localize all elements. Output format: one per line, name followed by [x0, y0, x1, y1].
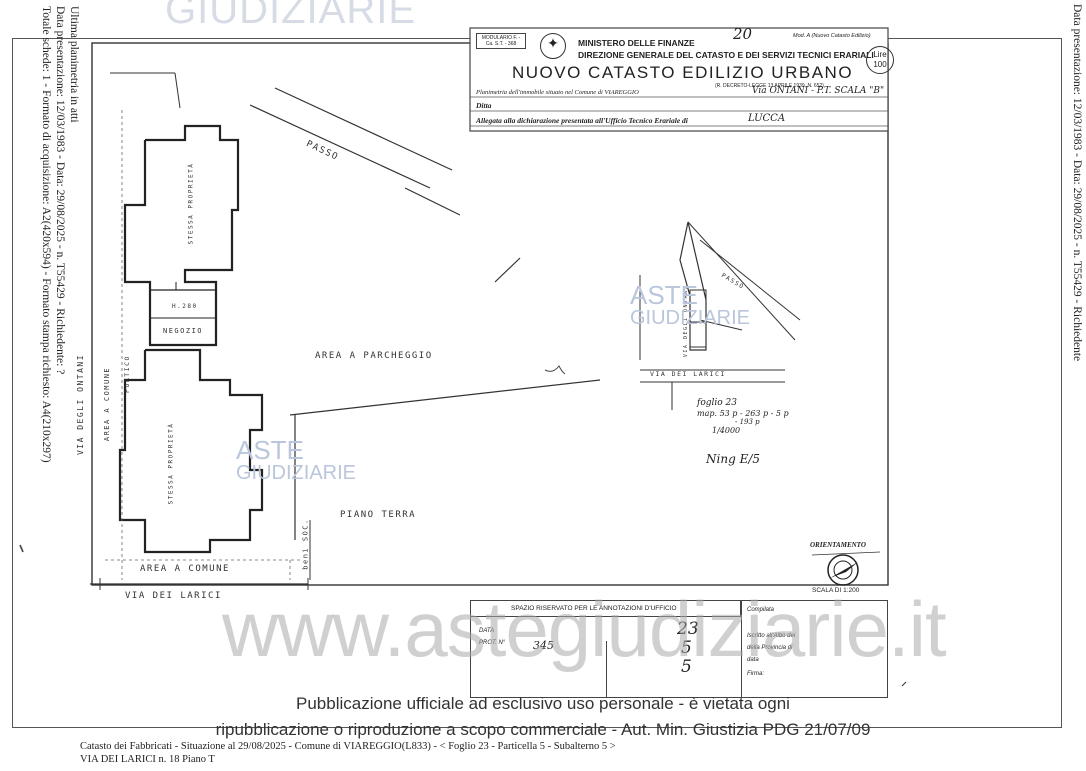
ministry-name: MINISTERO DELLE FINANZE — [578, 38, 695, 48]
scale-label: SCALA DI 1:200 — [812, 587, 860, 594]
via-larici-label: VIA DEI LARICI — [125, 591, 222, 601]
negozio-label: NEGOZIO — [163, 327, 204, 335]
allegata-text: Allegata alla dichiarazione presentata a… — [476, 116, 688, 125]
site-via-larici-label: VIA DEI LARICI — [650, 370, 726, 378]
aste-logo-bottom: GIUDIZIARIE — [630, 307, 751, 329]
directorate-name: DIREZIONE GENERALE DEL CATASTO E DEI SER… — [578, 50, 874, 60]
area-comune-left-label: AREA A COMUNE — [103, 366, 112, 442]
model-code: Mod. A (Nuovo Catasto Edilizio) — [793, 33, 871, 39]
footer-address-line: VIA DEI LARICI n. 18 Piano T — [80, 754, 215, 765]
office-hand-23: 23 — [677, 619, 699, 639]
address-handwritten: Via ONTANI - P.T. SCALA "B" — [752, 86, 885, 96]
aste-logo-bottom-2: GIUDIZIARIE — [236, 462, 357, 484]
office-compilato: Compilata — [747, 607, 775, 613]
beni-soc-label: beni SOC. — [301, 518, 310, 570]
office-title-cell: SPAZIO RISERVATO PER LE ANNOTAZIONI D'UF… — [471, 601, 741, 617]
site-watermark: www.astegiudiziarie.it — [222, 585, 947, 673]
piano-terra-label: PIANO TERRA — [340, 510, 417, 520]
aste-logo-top: ASTE — [630, 280, 698, 310]
office-hand-5a: 5 — [681, 638, 692, 658]
area-comune-bottom-label: AREA A COMUNE — [140, 564, 230, 574]
office-hand-5b: 5 — [681, 657, 692, 677]
foglio-handwritten: foglio 23 — [697, 398, 737, 408]
office-prot-label: PROT. N° — [479, 640, 506, 646]
office-prot-value: 345 — [533, 639, 554, 652]
stessa-proprieta-top: STESSA PROPRIETÀ — [187, 162, 195, 245]
orientation-label: ORIENTAMENTO — [810, 541, 866, 549]
office-divider-2 — [606, 641, 607, 697]
via-ontani-label: VIA DEGLI ONTANI — [76, 353, 86, 456]
area-parcheggio-label: AREA A PARCHEGGIO — [315, 351, 433, 361]
legal-notice-line1: Pubblicazione ufficiale ad esclusivo uso… — [296, 694, 790, 713]
top-watermark: GIUDIZIARIE — [165, 0, 417, 32]
office-data-label: DATA — [479, 628, 495, 634]
revenue-stamp: Lire 100 — [866, 46, 894, 74]
document-title: NUOVO CATASTO EDILIZIO URBANO — [512, 63, 854, 82]
stessa-proprieta-bottom: STESSA PROPRIETÀ — [167, 422, 175, 505]
form-code: MODULARIO F. - Ca. S.T. - 368 — [481, 35, 521, 47]
office-divider — [741, 601, 742, 697]
mappali-handwritten: map. 53 p - 263 p - 5 p — [697, 409, 789, 418]
aste-logo-plan: ASTE GIUDIZIARIE — [236, 437, 356, 483]
signature-handwritten: Ning E/5 — [706, 452, 760, 466]
legal-notice-line2: ripubblicazione o riproduzione a scopo c… — [215, 720, 871, 739]
office-provincia: della Provincia di — [747, 645, 793, 651]
law-reference: (R. DECRETO-LEGGE 13 APRILE 1939, N. 652… — [715, 83, 824, 89]
office-annotations-box: SPAZIO RISERVATO PER LE ANNOTAZIONI D'UF… — [470, 600, 888, 698]
office-title: SPAZIO RISERVATO PER LE ANNOTAZIONI D'UF… — [511, 605, 677, 612]
emblem-icon: ✦ — [540, 33, 566, 59]
aste-logo-top-2: ASTE — [236, 435, 304, 465]
city-handwritten: LUCCA — [748, 113, 786, 124]
footer-cadastre-line: Catasto dei Fabbricati - Situazione al 2… — [80, 741, 616, 752]
office-firma: Firma: — [747, 671, 764, 677]
page-number: 20 — [733, 25, 753, 43]
aste-logo-site: ASTE GIUDIZIARIE — [630, 282, 750, 328]
form-code-box: MODULARIO F. - Ca. S.T. - 368 — [476, 33, 526, 49]
planimetria-label: Planimetria dell'immobile situato nel Co… — [476, 89, 639, 96]
height-label: H.280 — [172, 303, 198, 310]
portico-label: PORTICO — [122, 355, 131, 393]
office-data2: data — [747, 657, 759, 663]
office-iscritto: Iscritto all'Albo dei — [747, 633, 796, 639]
scale-handwritten: 1/4000 — [712, 426, 741, 435]
mappali2-handwritten: - 193 p — [735, 418, 760, 426]
ditta-label: Ditta — [476, 101, 492, 110]
